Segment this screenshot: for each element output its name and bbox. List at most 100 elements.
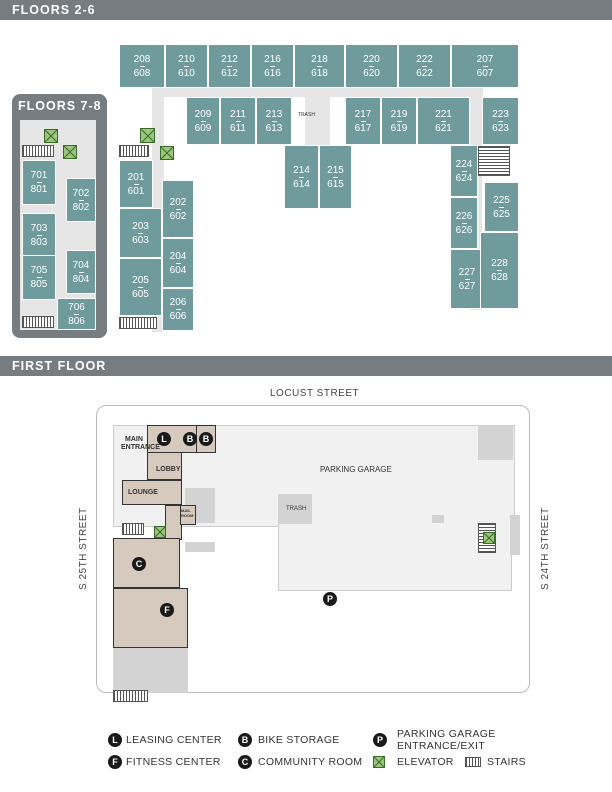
unit-separator	[36, 182, 42, 183]
unit-number-high: 615	[327, 178, 344, 190]
lobby-label: LOBBY	[156, 466, 181, 473]
unit-number-high: 626	[455, 224, 473, 236]
unit-number-low: 205	[132, 274, 149, 286]
unit-separator	[36, 277, 42, 278]
unit-number-low: 226	[455, 210, 473, 222]
unit-number-low: 705	[30, 265, 48, 276]
unit-separator	[184, 65, 189, 67]
unit-separator	[74, 313, 79, 315]
unit-separator	[461, 222, 467, 224]
legend-parking-entrance: PARKING GARAGE ENTRANCE/EXIT	[397, 728, 496, 752]
corridor	[163, 87, 483, 97]
unit-separator	[139, 65, 145, 67]
unit-number-low: 227	[458, 266, 476, 278]
unit-number-low: 208	[133, 53, 151, 65]
unit-number-low: 223	[492, 108, 509, 120]
unit-number-low: 211	[230, 108, 246, 120]
stairs-icon	[119, 145, 149, 157]
community-room	[113, 538, 180, 588]
unit-number-high: 628	[491, 272, 508, 283]
trash-label: TRASH	[298, 112, 315, 118]
unit-number-high: 616	[264, 67, 281, 79]
unit-number-high: 621	[435, 122, 452, 134]
lounge	[122, 480, 182, 505]
unit-number-low: 202	[169, 196, 187, 208]
unit-separator	[175, 309, 181, 310]
s25-street-label: S 25TH STREET	[78, 507, 89, 590]
lounge-label: LOUNGE	[128, 489, 158, 496]
garage-column	[478, 425, 513, 460]
unit-number-high: 802	[72, 201, 90, 213]
parking-garage-lower	[278, 520, 512, 591]
unit-separator	[235, 120, 241, 122]
unit-number-high: 614	[293, 178, 310, 190]
unit-number-high: 806	[68, 315, 85, 327]
mail-room	[180, 505, 196, 525]
unit-separator	[482, 65, 488, 67]
trash-room	[278, 494, 312, 524]
bike-storage-marker: B	[238, 733, 252, 747]
unit-number-high: 604	[169, 264, 187, 276]
leasing-center-marker: L	[108, 733, 122, 747]
unit-number-low: 220	[363, 53, 380, 65]
unit-number-low: 224	[455, 158, 473, 170]
unit-separator	[441, 120, 446, 122]
parking-entrance-marker: P	[373, 733, 387, 747]
floors-2-6-banner: FLOORS 2-6	[0, 0, 612, 20]
unit-number-low: 703	[30, 223, 48, 234]
unit-number-high: 609	[194, 122, 212, 134]
unit-number-high: 605	[132, 288, 149, 300]
unit-separator	[133, 183, 139, 185]
unit-number-low: 204	[169, 250, 187, 262]
unit-separator	[227, 65, 232, 67]
first-floor-banner: FIRST FLOOR	[0, 356, 612, 376]
mail-room-label: MAIL ROOM	[181, 508, 194, 518]
unit-number-high: 608	[133, 67, 151, 79]
fitness-center-marker: F	[160, 603, 174, 617]
unit-number-low: 210	[178, 53, 195, 65]
unit-separator	[369, 65, 374, 67]
bike-storage-marker: B	[199, 432, 213, 446]
stairs-icon	[113, 690, 148, 702]
unit-separator	[78, 199, 84, 201]
legend-stairs: STAIRS	[487, 756, 526, 768]
parking-garage-label: PARKING GARAGE	[320, 465, 392, 474]
community-room-marker: C	[132, 557, 146, 571]
unit-number-low: 213	[265, 108, 283, 120]
unit-number-high: 601	[127, 185, 145, 197]
main-entrance-label: MAIN ENTRANCE	[121, 436, 160, 451]
unit-number-high: 623	[492, 122, 509, 134]
garage-stair-ext	[510, 515, 520, 555]
unit-number-low: 222	[416, 53, 433, 65]
legend-elevator: ELEVATOR	[397, 756, 454, 768]
building-outline	[96, 405, 530, 693]
unit-separator	[78, 271, 84, 273]
legend-bike-storage: BIKE STORAGE	[258, 734, 340, 746]
unit-number-low: 228	[491, 258, 508, 269]
leasing-center-marker: L	[157, 432, 171, 446]
unit-number-low: 225	[493, 194, 510, 206]
legend-fitness-center: FITNESS CENTER	[126, 756, 221, 768]
unit-number-high: 611	[230, 122, 246, 134]
elevator-icon	[63, 145, 77, 159]
unit-number-low: 704	[72, 259, 90, 271]
community-room-marker: C	[238, 755, 252, 769]
unit-separator	[333, 176, 338, 178]
unit-number-high: 625	[493, 208, 510, 220]
